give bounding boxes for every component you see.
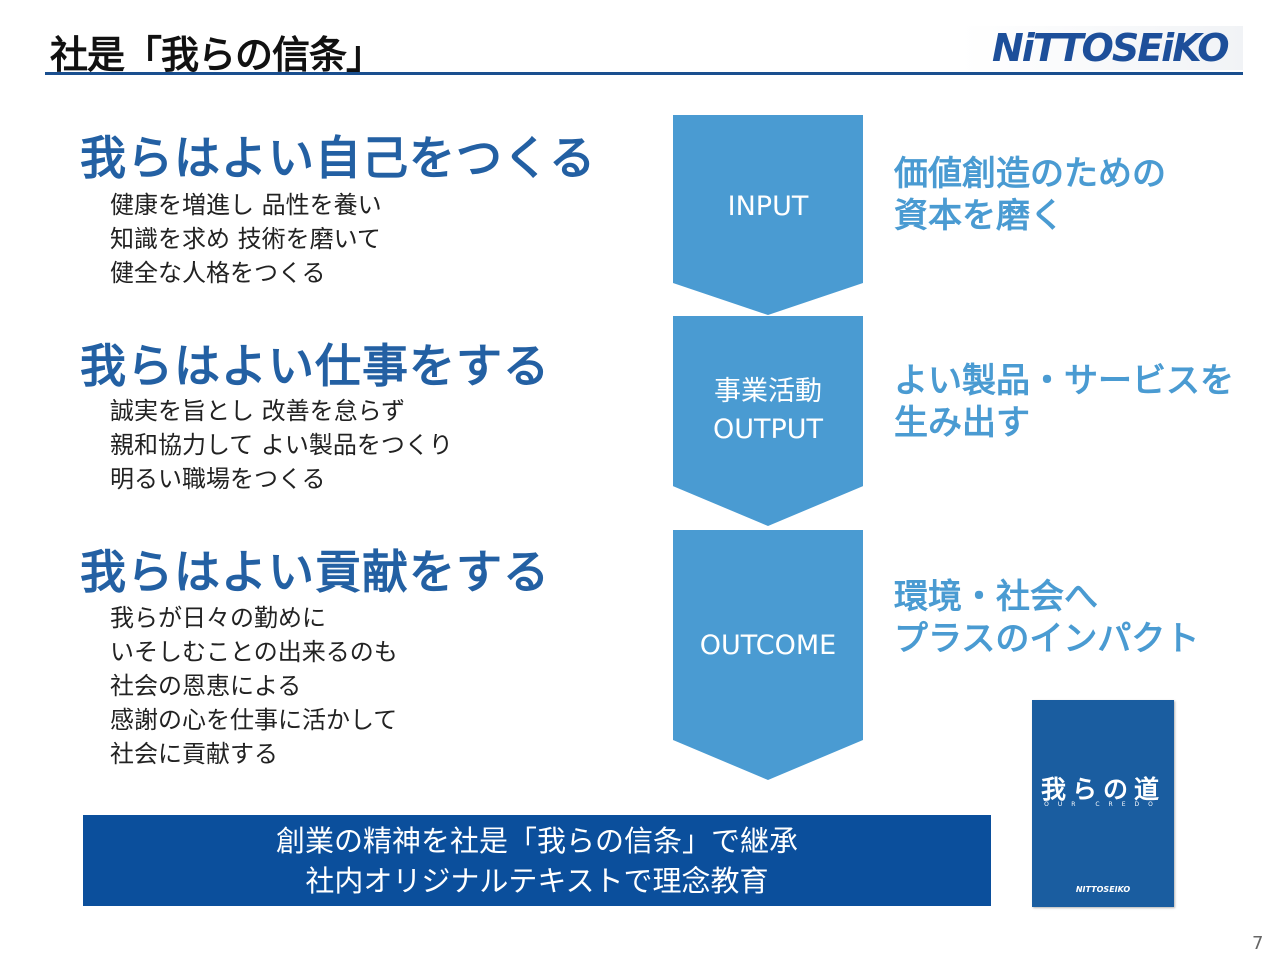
description-line: プラスのインパクト [894,619,1200,659]
description-line: よい製品・サービスを [894,361,1234,401]
body-line: 健全な人格をつくる [110,259,326,287]
body-line: 社会の恩恵による [110,672,302,700]
section-body-work: 誠実を旨とし 改善を怠らず 親和協力して よい製品をつくり 明るい職場をつくる [110,394,453,496]
banner-line: 社内オリジナルテキストで理念教育 [305,864,769,898]
body-line: 親和協力して よい製品をつくり [110,431,453,459]
description-line: 環境・社会へ [894,577,1098,617]
outcome-arrow [673,530,863,780]
credo-book-image: 我らの道 OUR CREDO NITTOSEIKO [1032,700,1174,907]
section-heading-work: 我らはよい仕事をする [80,339,550,393]
description-line: 価値創造のための [894,154,1166,194]
book-subtitle: OUR CREDO [1044,801,1162,808]
description-line: 生み出す [894,403,1030,443]
body-line: 社会に貢献する [110,740,278,768]
output-arrow [673,316,863,526]
arrow-label-line: INPUT [727,191,809,222]
output-description: よい製品・サービスを 生み出す [894,360,1234,444]
section-heading-self: 我らはよい自己をつくる [80,131,597,185]
section-heading-contribution: 我らはよい貢献をする [80,545,550,599]
section-body-contribution: 我らが日々の勤めに いそしむことの出来るのも 社会の恩恵による 感謝の心を仕事に… [110,601,398,771]
page-title: 社是「我らの信条」 [50,33,384,77]
input-arrow [673,115,863,315]
section-body-self: 健康を増進し 品性を養い 知識を求め 技術を磨いて 健全な人格をつくる [110,188,382,290]
book-brand: NITTOSEIKO [1075,885,1131,894]
input-arrow-label: INPUT [673,188,863,226]
description-line: 資本を磨く [894,196,1064,236]
body-line: 明るい職場をつくる [110,465,326,493]
logo-background [960,26,1243,70]
body-line: 健康を増進し 品性を養い [110,191,382,219]
arrow-label-line: OUTCOME [699,630,837,661]
book-title: 我らの道 [1040,775,1165,804]
arrow-label-line: OUTPUT [712,414,824,445]
title-divider [45,72,1243,75]
body-line: 我らが日々の勤めに [110,604,326,632]
outcome-arrow-label: OUTCOME [673,627,863,665]
body-line: 感謝の心を仕事に活かして [110,706,398,734]
outcome-description: 環境・社会へ プラスのインパクト [894,576,1199,660]
page-number: 7 [1252,933,1264,954]
body-line: 誠実を旨とし 改善を怠らず [110,397,406,425]
body-line: 知識を求め 技術を磨いて [110,225,381,253]
input-description: 価値創造のための 資本を磨く [894,153,1166,237]
company-logo: NiTTOSEiKO [992,26,1230,70]
body-line: いそしむことの出来るのも [110,638,398,666]
arrow-label-line: 事業活動 [714,376,822,407]
summary-banner: 創業の精神を社是「我らの信条」で継承 社内オリジナルテキストで理念教育 [83,815,991,906]
output-arrow-label: 事業活動 OUTPUT [673,373,863,449]
banner-line: 創業の精神を社是「我らの信条」で継承 [275,824,798,858]
